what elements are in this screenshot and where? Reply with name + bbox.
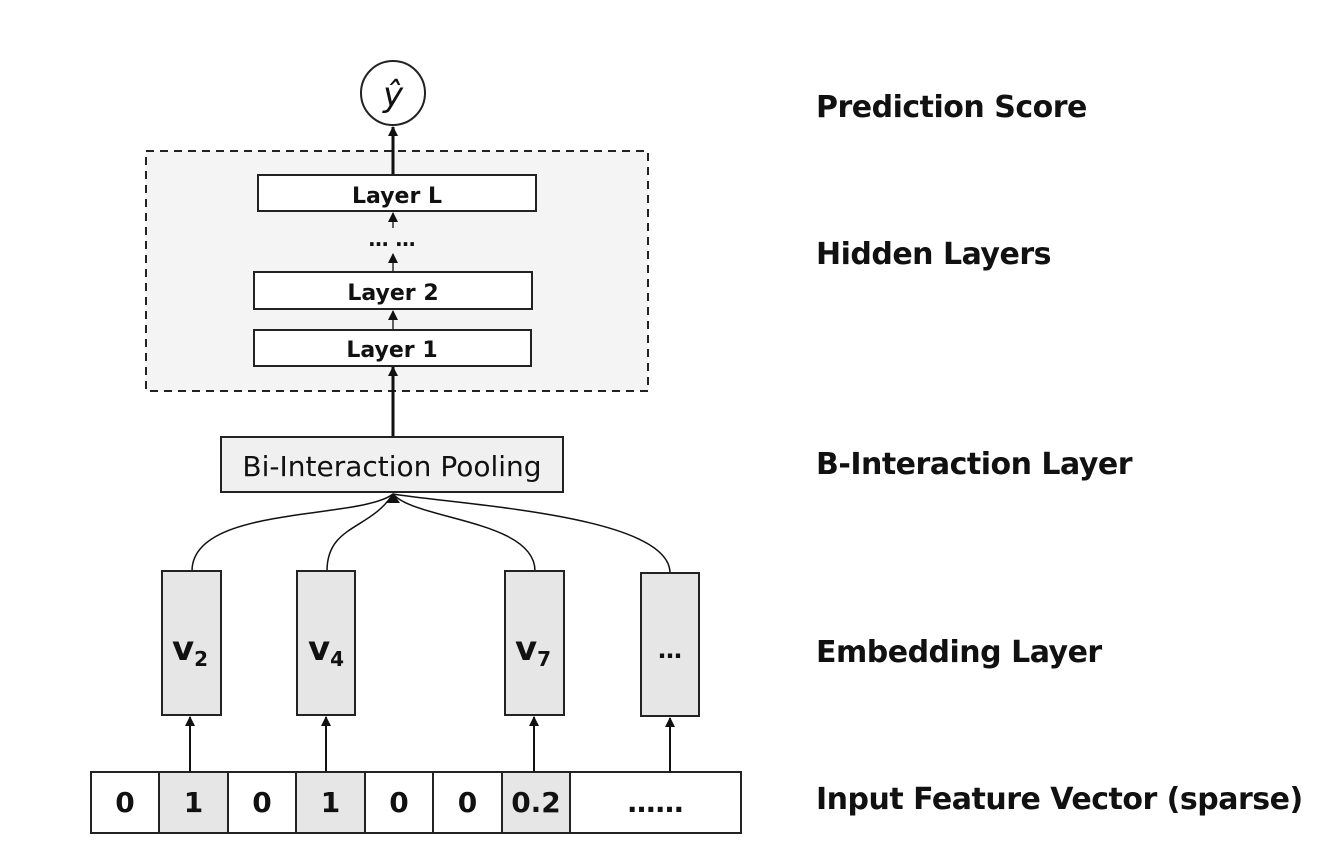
input-cell-value: 1 — [321, 786, 340, 819]
connector-v7 — [392, 493, 536, 572]
input-cell-value: 0 — [389, 786, 408, 819]
embedding-v4-base: v — [308, 629, 330, 669]
hidden-layer-2-label: Layer 2 — [347, 281, 438, 306]
embedding-v4: v4 — [296, 570, 356, 716]
connector-v2 — [191, 493, 394, 572]
input-cell-value: 0 — [458, 786, 477, 819]
bi-interaction-pooling-label: Bi-Interaction Pooling — [242, 450, 541, 483]
embedding-v2-sub: 2 — [194, 647, 208, 671]
embedding-more-label: … — [658, 636, 682, 664]
connector-v4 — [326, 493, 394, 572]
input-cell — [364, 771, 434, 834]
hidden-layer-1-label: Layer 1 — [346, 338, 437, 363]
prediction-output-node: ŷ — [360, 60, 426, 126]
input-cell — [90, 771, 160, 834]
input-cell-value: 0 — [252, 786, 271, 819]
embedding-more: … — [640, 572, 700, 717]
input-feature-vector: 0 1 0 1 0 0 0.2 …… — [90, 771, 742, 834]
connector-more — [392, 493, 671, 574]
label-embedding-layer: Embedding Layer — [816, 635, 1102, 670]
label-input-feature-vector: Input Feature Vector (sparse) — [816, 782, 1303, 817]
embedding-v4-sub: 4 — [330, 647, 344, 671]
prediction-output-symbol: ŷ — [382, 75, 404, 115]
label-prediction-score: Prediction Score — [816, 90, 1087, 125]
svg-text:v4: v4 — [308, 629, 344, 671]
connector-arrowhead — [386, 493, 400, 503]
bi-interaction-pooling-box: Bi-Interaction Pooling — [220, 436, 564, 493]
embedding-v7-sub: 7 — [537, 647, 551, 671]
embedding-v7-base: v — [515, 629, 537, 669]
input-cell — [569, 771, 742, 834]
hidden-layer-2: Layer 2 — [253, 271, 533, 310]
svg-text:v2: v2 — [172, 629, 208, 671]
input-cell-value: 1 — [184, 786, 203, 819]
input-cell — [295, 771, 366, 834]
label-hidden-layers: Hidden Layers — [816, 237, 1051, 272]
input-cell-value: 0 — [115, 786, 134, 819]
embedding-v2: v2 — [161, 570, 222, 716]
input-cell-value: …… — [628, 786, 684, 819]
hidden-layer-L: Layer L — [257, 174, 537, 212]
svg-text:v7: v7 — [515, 629, 551, 671]
hidden-layer-1: Layer 1 — [253, 329, 532, 367]
embedding-connectors — [191, 493, 671, 574]
hidden-layers-ellipsis: … … — [369, 227, 416, 251]
input-cell-value: 0.2 — [511, 786, 561, 819]
hidden-layer-L-label: Layer L — [352, 184, 442, 209]
embedding-v7: v7 — [504, 570, 565, 716]
label-bi-interaction-layer: B-Interaction Layer — [816, 447, 1133, 482]
embedding-v2-base: v — [172, 629, 194, 669]
